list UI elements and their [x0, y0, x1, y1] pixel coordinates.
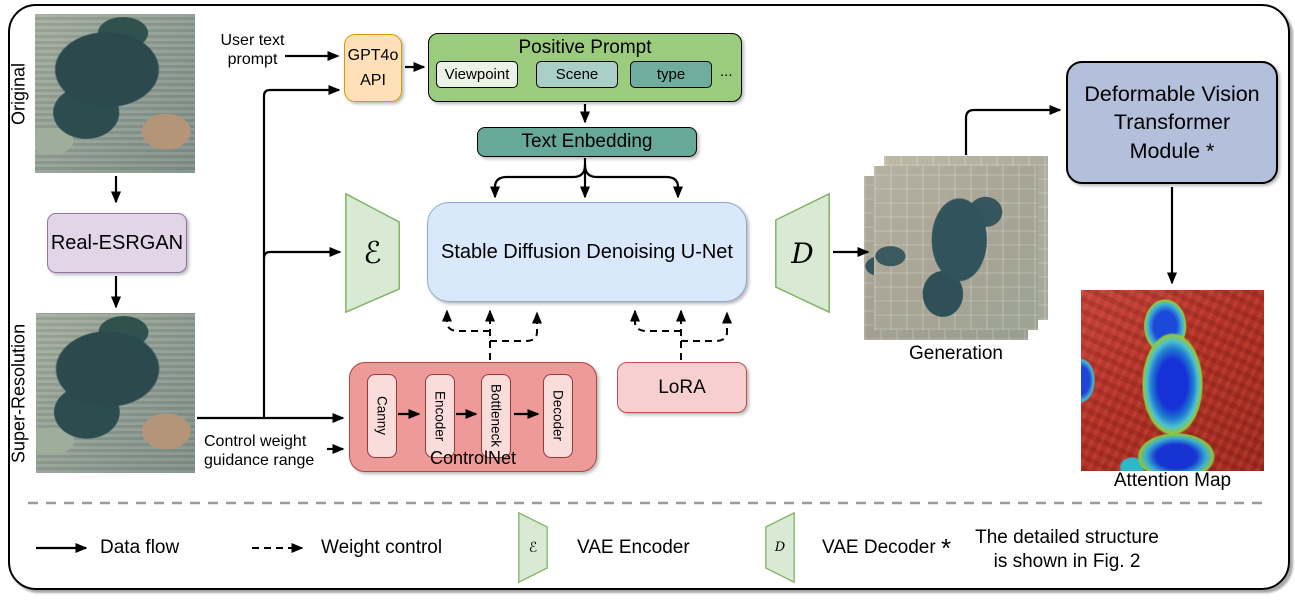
dvt-module-box: Deformable Vision Transformer Module * [1066, 61, 1278, 184]
original-label: Original [8, 62, 29, 125]
vae-decoder-shape: D [775, 192, 830, 314]
real-esrgan-box: Real-ESRGAN [47, 213, 187, 273]
vae-decoder-trapezoid-icon [775, 192, 830, 314]
diagram-frame [8, 4, 1290, 590]
legend-vae-decoder-shape: D [765, 511, 795, 584]
super-resolution-label: Super-Resolution [8, 323, 29, 463]
positive-prompt-box: Positive Prompt Viewpoint Scene type ... [428, 33, 742, 102]
attention-map-caption: Attention Map [1113, 470, 1232, 491]
legend-decoder-glyph: D [774, 540, 786, 555]
prompt-chip-scene: Scene [536, 61, 618, 88]
legend-decoder-trapezoid-icon [765, 511, 795, 584]
controlnet-stage-encoder: Encoder [425, 374, 455, 458]
controlnet-stage-bottleneck: Bottleneck [481, 374, 511, 458]
legend-weight-control-label: Weight control [321, 537, 443, 558]
prompt-chip-type: type [630, 61, 712, 88]
prompt-ellipsis: ... [720, 63, 733, 80]
controlnet-stage-decoder: Decoder [543, 374, 573, 458]
generation-caption: Generation [908, 343, 1003, 364]
super-resolution-satellite-image [36, 313, 195, 473]
legend-encoder-glyph: ℰ [528, 539, 538, 556]
vae-decoder-glyph: D [791, 236, 814, 270]
control-weight-label: Control weight guidance range [204, 433, 315, 470]
legend-encoder-trapezoid-icon [518, 511, 548, 584]
user-text-prompt-label: User text prompt [220, 32, 285, 69]
prompt-chip-viewpoint: Viewpoint [436, 61, 518, 88]
lora-box: LoRA [617, 362, 747, 413]
controlnet-label: ControlNet [429, 448, 517, 468]
original-satellite-image [35, 14, 195, 173]
attention-map-image [1081, 290, 1264, 471]
generation-image [874, 166, 1038, 330]
legend-vae-encoder-shape: ℰ [518, 511, 548, 584]
legend-note: The detailed structure is shown in Fig. … [975, 527, 1159, 572]
controlnet-stage-canny: Canny [367, 374, 397, 458]
legend-data-flow-label: Data flow [100, 537, 180, 558]
text-embedding-box: Text Enbedding [477, 127, 697, 157]
legend-asterisk: * [941, 533, 952, 563]
unet-box: Stable Diffusion Denoising U-Net [427, 202, 747, 302]
positive-prompt-title: Positive Prompt [518, 37, 652, 58]
gpt4o-api-box: GPT4o API [344, 34, 402, 102]
vae-encoder-shape: ℰ [345, 192, 400, 314]
vae-encoder-glyph: ℰ [363, 235, 382, 271]
controlnet-box: Canny Encoder Bottleneck Decoder Control… [349, 362, 597, 472]
legend-vae-decoder-label: VAE Decoder [822, 537, 936, 558]
legend-vae-encoder-label: VAE Encoder [577, 537, 690, 558]
vae-encoder-trapezoid-icon [345, 192, 400, 314]
